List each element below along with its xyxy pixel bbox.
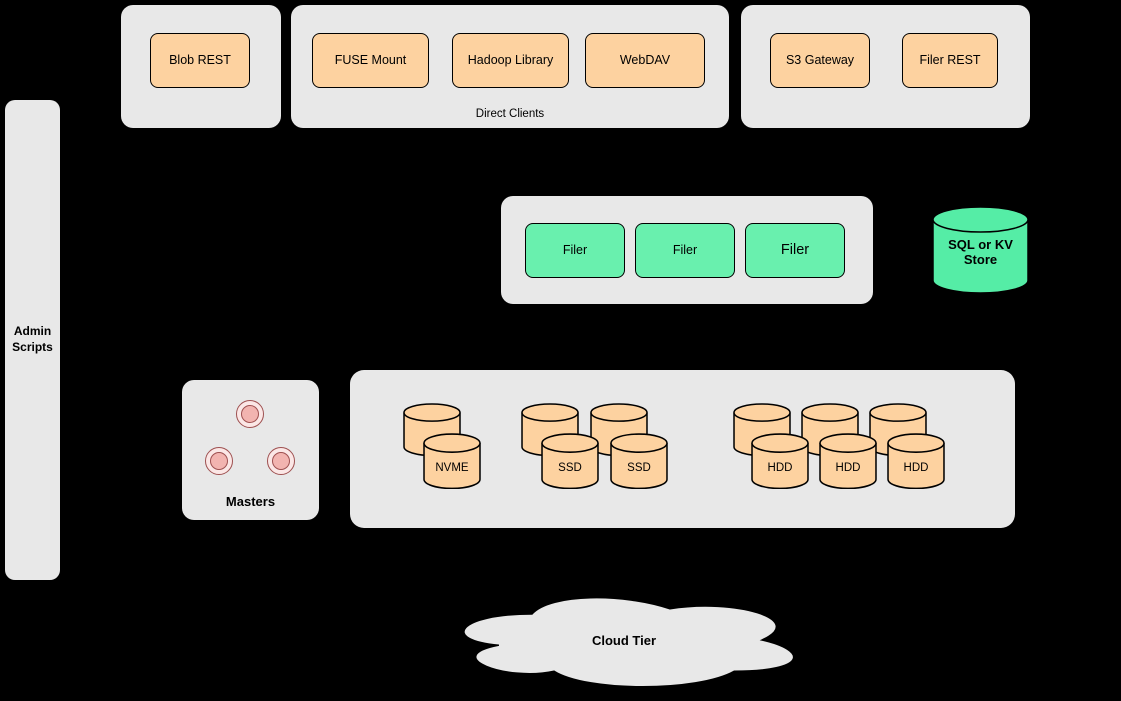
ssd-disk-cylinder: SSD — [610, 433, 668, 490]
ssd-label: SSD — [627, 462, 651, 475]
hdd-disk-cylinder: HDD — [887, 433, 945, 490]
gateway-group: S3 Gateway Filer REST — [741, 5, 1030, 128]
sql-kv-store-label: SQL or KV Store — [948, 237, 1013, 268]
filer-label: Filer — [780, 241, 810, 258]
admin-scripts-panel: Admin Scripts — [5, 100, 60, 580]
filer-node: Filer — [745, 223, 845, 278]
blob-rest-label: Blob REST — [169, 53, 231, 67]
webdav-node: WebDAV — [585, 33, 705, 88]
master-node-circle — [205, 447, 233, 475]
hdd-disk-cylinder: HDD — [751, 433, 809, 490]
filer-rest-label: Filer REST — [919, 53, 981, 67]
master-node-circle — [236, 400, 264, 428]
hadoop-library-label: Hadoop Library — [467, 53, 554, 67]
ssd-disk-cylinder: SSD — [541, 433, 599, 490]
masters-group: Masters — [182, 380, 319, 520]
fuse-mount-label: FUSE Mount — [334, 53, 407, 67]
sql-kv-store-node: SQL or KV Store — [932, 206, 1029, 295]
blob-client-group: Blob REST — [121, 5, 281, 128]
webdav-label: WebDAV — [619, 53, 671, 67]
nvme-disk-cylinder: NVME — [423, 433, 481, 490]
cloud-tier-shape: Cloud Tier — [440, 588, 808, 692]
blob-rest-node: Blob REST — [150, 33, 250, 88]
filer-label: Filer — [672, 243, 698, 257]
hadoop-library-node: Hadoop Library — [452, 33, 569, 88]
filer-rest-node: Filer REST — [902, 33, 998, 88]
volume-servers-group: NVME SSD SSD HDD — [350, 370, 1015, 528]
cloud-icon — [440, 588, 808, 692]
filer-cluster-group: Filer Filer Filer — [501, 196, 873, 304]
ssd-label: SSD — [558, 462, 582, 475]
hdd-label: HDD — [903, 462, 929, 475]
masters-label: Masters — [225, 494, 276, 509]
s3-gateway-label: S3 Gateway — [785, 53, 855, 67]
hdd-label: HDD — [835, 462, 861, 475]
master-node-circle — [267, 447, 295, 475]
filer-label: Filer — [562, 243, 588, 257]
cloud-tier-label: Cloud Tier — [591, 632, 657, 648]
filer-node: Filer — [635, 223, 735, 278]
database-cylinder-icon — [932, 206, 1029, 294]
hdd-label: HDD — [767, 462, 793, 475]
hdd-disk-cylinder: HDD — [819, 433, 877, 490]
admin-scripts-label: Admin Scripts — [12, 324, 53, 354]
filer-node: Filer — [525, 223, 625, 278]
direct-clients-group: FUSE Mount Hadoop Library WebDAV Direct … — [291, 5, 729, 128]
fuse-mount-node: FUSE Mount — [312, 33, 429, 88]
nvme-label: NVME — [435, 462, 469, 475]
s3-gateway-node: S3 Gateway — [770, 33, 870, 88]
direct-clients-caption: Direct Clients — [475, 108, 545, 120]
